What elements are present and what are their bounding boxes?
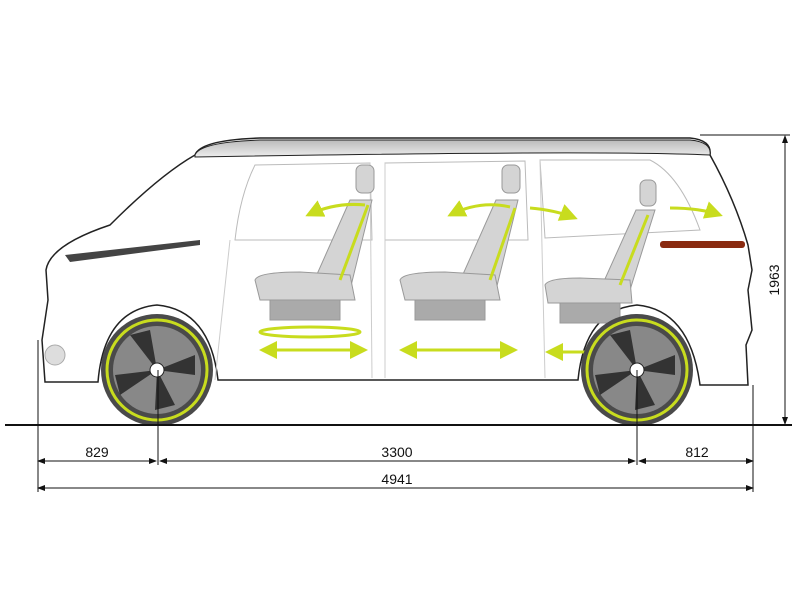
dimension-lines [5,134,792,492]
window-front [234,162,373,241]
wheelbase-label: 3300 [381,444,412,460]
seat-row-2 [399,164,521,321]
front-overhang-label: 829 [85,444,109,460]
overall-length-label: 4941 [381,471,412,487]
roof [194,139,711,158]
height-label: 1963 [766,264,782,295]
headlight [65,240,200,262]
front-grille [44,344,66,366]
front-wheel [101,314,213,426]
rear-overhang-label: 812 [685,444,709,460]
taillight [660,241,745,248]
seat-row-1 [254,164,375,321]
window-rear [539,159,701,239]
